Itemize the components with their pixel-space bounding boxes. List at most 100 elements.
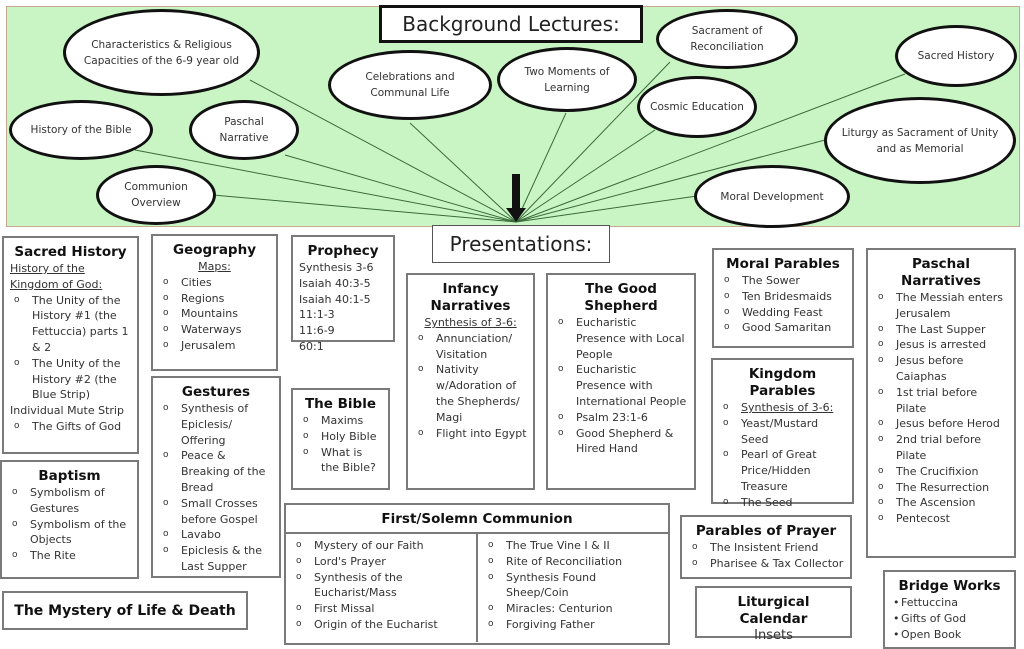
- list-item: The Last Supper: [874, 322, 1008, 338]
- list-item: The Sower: [720, 273, 846, 289]
- communion-right-list: The True Vine I & II Rite of Reconciliat…: [478, 534, 668, 642]
- list-item: Ten Bridesmaids: [720, 289, 846, 305]
- list-item: Symbolism of Gestures: [8, 485, 131, 517]
- list-item: The Gifts of God: [10, 419, 131, 435]
- lecture-oval: History of the Bible: [9, 100, 153, 160]
- list-item: Eucharistic Presence with International …: [554, 362, 688, 409]
- list-item: What is the Bible?: [299, 445, 382, 477]
- list-item: Wedding Feast: [720, 305, 846, 321]
- list-item: Synthesis of the Eucharist/Mass: [292, 570, 470, 602]
- geography-box: Geography Maps: Cities Regions Mountains…: [151, 234, 278, 371]
- presentations-title: Presentations:: [432, 225, 610, 263]
- list-item: Peace & Breaking of the Bread: [159, 448, 273, 495]
- box-title: Infancy Narratives: [430, 281, 511, 314]
- bible-box: The Bible Maxims Holy Bible What is the …: [291, 388, 390, 490]
- list-item: Pearl of Great Price/Hidden Treasure: [719, 447, 846, 494]
- line: 60:1: [299, 339, 324, 353]
- box-subtitle: Insets: [754, 628, 793, 643]
- box-title: First/Solemn Communion: [286, 505, 668, 534]
- box-title: Kingdom Parables: [748, 366, 817, 399]
- communion-box: First/Solemn Communion Mystery of our Fa…: [284, 503, 670, 645]
- line: Synthesis 3-6: [299, 261, 374, 274]
- box-title: Liturgical Calendar: [737, 594, 810, 627]
- box-title: The Good Shepherd: [584, 281, 658, 314]
- list-item: Flight into Egypt: [414, 426, 527, 442]
- box-title: Gestures: [181, 384, 251, 400]
- lecture-oval: Sacrament of Reconciliation: [656, 9, 798, 69]
- moral-parables-box: Moral Parables The Sower Ten Bridesmaids…: [712, 248, 854, 348]
- list-item: Pharisee & Tax Collector: [688, 556, 844, 572]
- baptism-box: Baptism Symbolism of Gestures Symbolism …: [0, 460, 139, 579]
- list-item: The Unity of the History #2 (the Blue St…: [10, 356, 131, 403]
- list-item: Open Book: [891, 627, 1008, 643]
- box-title: Bridge Works: [898, 578, 1001, 594]
- list-item: Forgiving Father: [484, 617, 662, 633]
- box-title: Parables of Prayer: [695, 523, 837, 539]
- list-item: Small Crosses before Gospel: [159, 496, 273, 528]
- list-item: Good Samaritan: [720, 320, 846, 336]
- box-title: The Bible: [304, 396, 377, 412]
- list-item: Annunciation/ Visitation: [414, 331, 527, 363]
- lecture-oval: Communion Overview: [96, 165, 216, 225]
- list-item: Jesus before Herod: [874, 416, 1008, 432]
- good-shepherd-box: The Good Shepherd Eucharistic Presence w…: [546, 273, 696, 490]
- background-lectures-title: Background Lectures:: [379, 5, 643, 43]
- liturgical-calendar-box: Liturgical Calendar Insets: [695, 586, 852, 643]
- list-item: Lavabo: [159, 527, 273, 543]
- list-item: Jesus is arrested: [874, 337, 1008, 353]
- list-item: Mountains: [159, 306, 270, 322]
- prophecy-box: Prophecy Synthesis 3-6 Isaiah 40:3-5 Isa…: [291, 235, 395, 353]
- list-item: Yeast/Mustard Seed: [719, 416, 846, 448]
- list-item: Mystery of our Faith: [292, 538, 470, 554]
- line: Isaiah 40:1-5: [299, 292, 371, 306]
- list-item: Lord's Prayer: [292, 554, 470, 570]
- box-title: Geography: [172, 242, 257, 258]
- list-item: The Crucifixion: [874, 464, 1008, 480]
- box-subtitle: Synthesis of 3-6:: [424, 316, 517, 329]
- list-item: Jerusalem: [159, 338, 270, 354]
- lecture-oval: Sacred History: [895, 25, 1017, 87]
- prayer-parables-box: Parables of Prayer The Insistent Friend …: [680, 515, 852, 579]
- list-item: The Unity of the History #1 (the Fettucc…: [10, 293, 131, 356]
- list-item: Synthesis of 3-6:: [719, 400, 846, 416]
- list-item: Waterways: [159, 322, 270, 338]
- list-item: Symbolism of the Objects: [8, 517, 131, 549]
- plain-line: Individual Mute Strip: [10, 404, 124, 418]
- gestures-box: Gestures Synthesis of Epiclesis/ Offerin…: [151, 376, 281, 578]
- list-item: The True Vine I & II: [484, 538, 662, 554]
- list-item: The Insistent Friend: [688, 540, 844, 556]
- down-arrow-icon: [506, 174, 526, 222]
- lecture-oval: Celebrations and Communal Life: [328, 50, 492, 120]
- lecture-oval: Two Moments of Learning: [497, 47, 637, 112]
- list-item: Synthesis of Epiclesis/ Offering: [159, 401, 273, 448]
- bridge-works-box: Bridge Works Fettuccina Gifts of God Ope…: [883, 570, 1016, 649]
- list-item: The Resurrection: [874, 480, 1008, 496]
- box-title: The Mystery of Life & Death: [14, 603, 236, 619]
- list-item: Jesus before Caiaphas: [874, 353, 1008, 385]
- box-subtitle: Maps:: [198, 260, 231, 273]
- box-title: Paschal Narratives: [901, 256, 981, 289]
- list-item: Pentecost: [874, 511, 1008, 527]
- lecture-oval: Moral Development: [694, 165, 850, 228]
- list-item: Psalm 23:1-6: [554, 410, 688, 426]
- lecture-oval: Characteristics & Religious Capacities o…: [63, 9, 260, 96]
- lecture-oval: Cosmic Education: [637, 76, 757, 138]
- kingdom-parables-box: Kingdom Parables Synthesis of 3-6: Yeast…: [711, 358, 854, 510]
- box-title: Baptism: [38, 468, 101, 484]
- list-item: Origin of the Eucharist: [292, 617, 470, 633]
- lecture-oval: Paschal Narrative: [189, 100, 299, 160]
- list-item: Miracles: Centurion: [484, 601, 662, 617]
- line: 11:1-3: [299, 308, 335, 322]
- infancy-box: Infancy Narratives Synthesis of 3-6: Ann…: [406, 273, 535, 490]
- mystery-box: The Mystery of Life & Death: [2, 591, 248, 630]
- list-item: Holy Bible: [299, 429, 382, 445]
- list-item: 1st trial before Pilate: [874, 385, 1008, 417]
- list-item: The Seed: [719, 495, 846, 511]
- list-item: Cities: [159, 275, 270, 291]
- list-item: Synthesis Found Sheep/Coin: [484, 570, 662, 602]
- list-item: Nativity w/Adoration of the Shepherds/ M…: [414, 362, 527, 425]
- list-item: Rite of Reconciliation: [484, 554, 662, 570]
- list-item: Gifts of God: [891, 611, 1008, 627]
- lecture-oval: Liturgy as Sacrament of Unity and as Mem…: [824, 97, 1016, 184]
- list-item: 2nd trial before Pilate: [874, 432, 1008, 464]
